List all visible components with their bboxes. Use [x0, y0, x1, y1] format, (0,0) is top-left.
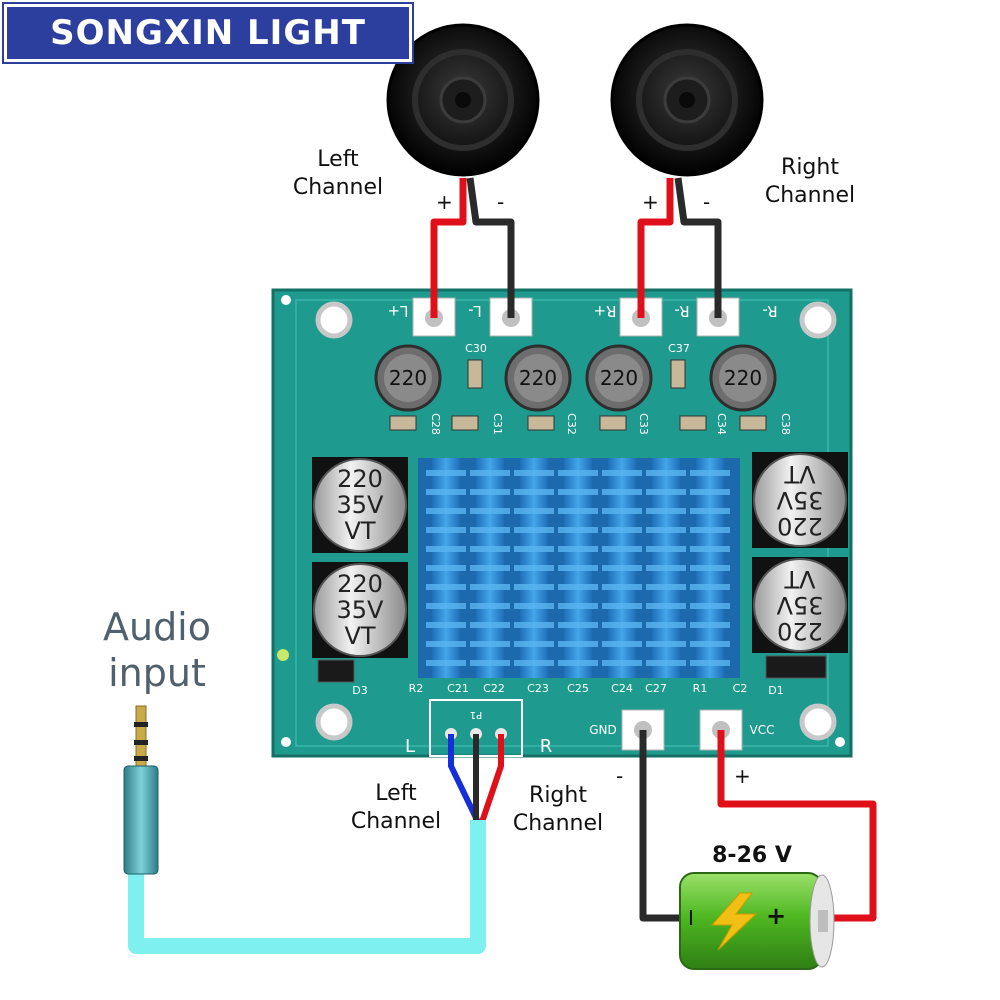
input-wires: [448, 734, 504, 824]
speaker-right: [610, 23, 764, 177]
silk-label: C33: [637, 413, 650, 435]
silk-label: C24: [611, 682, 633, 695]
silk-label: C30: [465, 342, 487, 355]
silk-label: D3: [352, 684, 367, 697]
silk-label: C23: [527, 682, 549, 695]
brand-text: SONGXIN LIGHT: [50, 13, 366, 53]
battery-plus-sign: +: [766, 902, 787, 930]
left-minus-sign: -: [497, 190, 505, 214]
silk-label: C22: [483, 682, 505, 695]
small-cap-label: 220: [724, 366, 762, 390]
silk-R-: R-: [674, 302, 689, 320]
left-plus-sign: +: [436, 190, 453, 214]
silk-label: C32: [565, 413, 578, 435]
right-minus-sign: -: [703, 190, 711, 214]
silk-label: C25: [567, 682, 589, 695]
big-cap-line: 220: [337, 570, 383, 598]
brand-banner: SONGXIN LIGHT: [2, 2, 414, 64]
big-cap-line: 35V: [776, 591, 824, 619]
left-plus-wire: [430, 178, 467, 318]
left-channel-label: Left Channel: [292, 147, 384, 200]
right-channel-label: Right Channel: [764, 155, 856, 208]
silk-R-: R-: [762, 302, 777, 320]
audio-cable: [128, 820, 486, 954]
silk-label: C27: [645, 682, 667, 695]
silk-label: C38: [779, 413, 792, 435]
silk-label: C2: [733, 682, 748, 695]
right-input-wire: [479, 734, 504, 823]
left-minus-wire: [466, 177, 515, 318]
silk-L+: L+: [388, 302, 409, 320]
small-cap-label: 220: [600, 366, 638, 390]
big-cap-line: 35V: [776, 486, 824, 514]
mounting-holes: [277, 295, 845, 747]
gnd-wire: [639, 730, 690, 922]
big-cap-line: 35V: [337, 491, 385, 519]
right-plus-wire: [637, 178, 674, 318]
input-right-channel-label: Right Channel: [512, 783, 604, 836]
battery: [679, 872, 835, 970]
small-capacitors: 220 220 220 220: [374, 344, 777, 412]
left-input-wire: [448, 734, 481, 824]
vcc-wire: [717, 730, 877, 922]
right-minus-wire: [674, 177, 722, 318]
silk-vcc: VCC: [750, 723, 775, 737]
gnd-minus-sign: -: [616, 764, 624, 788]
speaker-left: [386, 23, 540, 177]
silk-R+: R+: [594, 302, 617, 320]
silk-label: R1: [693, 682, 708, 695]
silk-label: D1: [768, 684, 783, 697]
big-cap-line: 35V: [337, 596, 385, 624]
small-cap-label: 220: [519, 366, 557, 390]
silk-L-: L-: [468, 302, 482, 320]
big-cap-line: VT: [344, 517, 375, 545]
voltage-label: 8-26 V: [712, 843, 792, 868]
small-cap-label: 220: [389, 366, 427, 390]
silk-label: R2: [409, 682, 424, 695]
silk-gnd: GND: [589, 723, 617, 737]
lightning-icon: [710, 892, 758, 951]
silk-l: L: [405, 736, 415, 757]
power-wires: [639, 730, 877, 922]
heatsink: [418, 458, 740, 678]
audio-jack: [123, 705, 159, 875]
big-cap-line: 220: [337, 465, 383, 493]
silk-label: C21: [447, 682, 469, 695]
silk-label: C37: [668, 342, 690, 355]
smd-components: [317, 359, 827, 683]
audio-input-label: Audio input: [102, 605, 211, 695]
input-left-channel-label: Left Channel: [350, 781, 442, 834]
big-cap-line: VT: [784, 565, 815, 593]
big-cap-line: 220: [777, 512, 823, 540]
silk-p1: P1: [470, 709, 482, 720]
silk-r: R: [540, 736, 553, 757]
silk-label: C34: [715, 413, 728, 435]
right-plus-sign: +: [642, 190, 659, 214]
speaker-wires: [430, 177, 722, 318]
big-cap-line: 220: [777, 617, 823, 645]
battery-minus-sign: I: [688, 906, 694, 930]
big-cap-line: VT: [344, 622, 375, 650]
silk-label: C28: [429, 413, 442, 435]
silk-label: C31: [491, 413, 504, 435]
vcc-plus-sign: +: [734, 764, 751, 788]
big-cap-line: VT: [784, 460, 815, 488]
